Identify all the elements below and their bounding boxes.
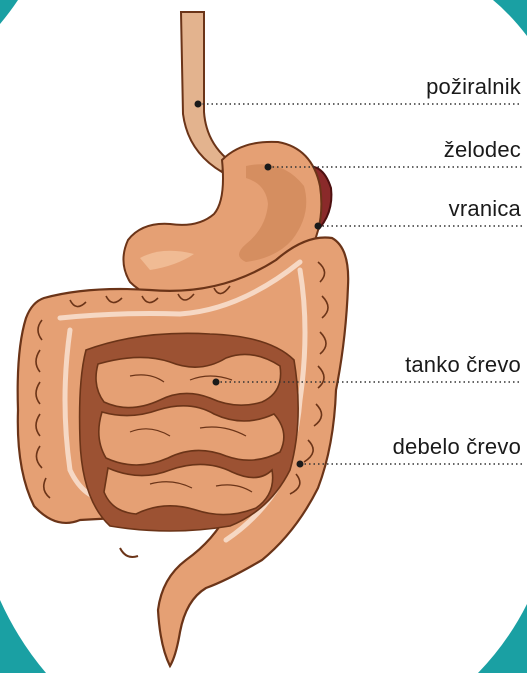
small-intestine-shape [80,333,299,531]
label-small-intestine: tanko črevo [405,354,521,376]
dot-esophagus [195,101,202,108]
corner-bottom-left [0,600,46,673]
label-esophagus: požiralnik [426,76,521,98]
rectum-shape [120,548,138,557]
dot-small-intestine [213,379,220,386]
dot-large-intestine [297,461,304,468]
label-stomach: želodec [444,139,521,161]
esophagus-shape [181,12,226,172]
dot-stomach [265,164,272,171]
corner-bottom-right [478,604,527,673]
corner-top-right [493,0,527,36]
dot-spleen [315,223,322,230]
label-large-intestine: debelo črevo [393,436,521,458]
corner-top-left [0,0,18,24]
label-spleen: vranica [449,198,521,220]
